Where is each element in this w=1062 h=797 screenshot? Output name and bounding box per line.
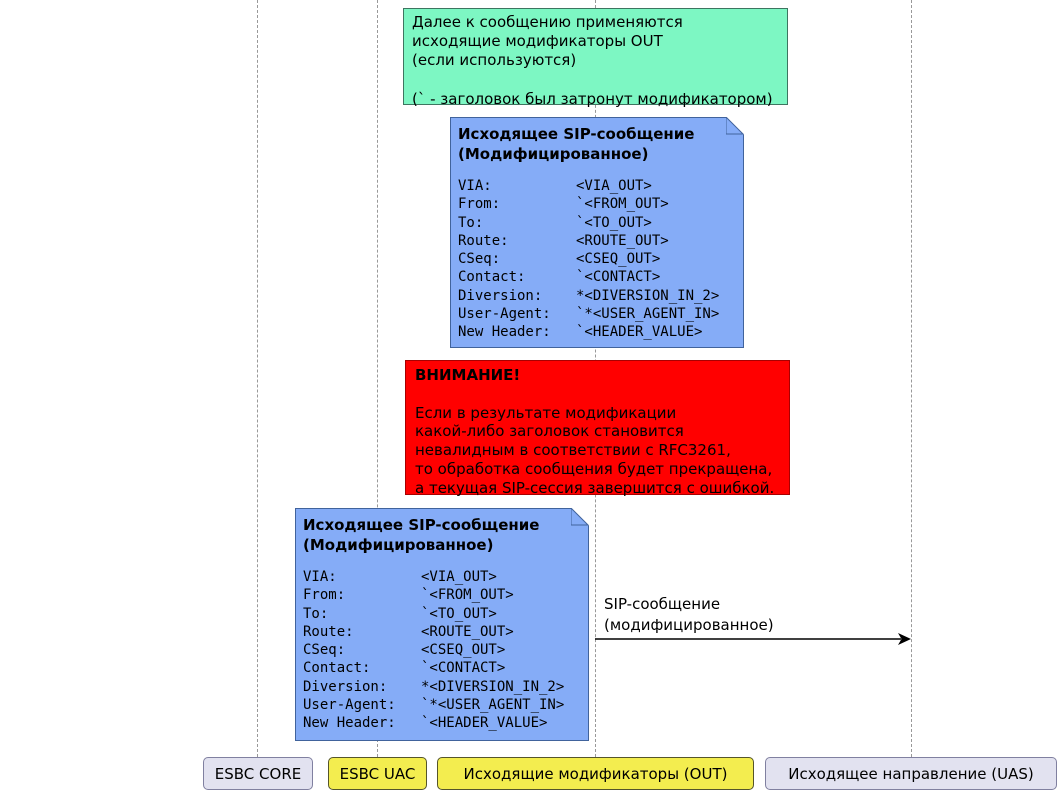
sip-header-line: Diversion: *<DIVERSION_IN_2>: [458, 287, 720, 304]
note-text-line: (` - заголовок был затронут модификаторо…: [412, 89, 773, 108]
sip-header-line: From: `<FROM_OUT>: [458, 196, 669, 213]
participant-label: ESBC CORE: [214, 764, 302, 783]
note-title: (Модифицированное): [303, 536, 494, 554]
note-title: Исходящее SIP-сообщение: [303, 516, 540, 534]
warning-title: ВНИМАНИЕ!: [415, 366, 521, 384]
sip-header-line: VIA: <VIA_OUT>: [303, 569, 497, 585]
lifeline-esbc-uac: [377, 0, 378, 757]
participant-esbc-core: ESBC CORE: [203, 757, 313, 790]
sip-header-line: To: `<TO_OUT>: [303, 605, 497, 622]
note-text-line: [412, 71, 779, 90]
warning-text-line: а текущая SIP-сессия завершится с ошибко…: [415, 478, 775, 497]
warning-text-line: Если в результате модификации: [415, 403, 677, 422]
note-fold-icon: [571, 508, 589, 526]
note-text-line: (если используются): [412, 51, 577, 70]
warning-text-line: невалидным в соответствии с RFC3261,: [415, 441, 731, 460]
sip-header-line: Route: <ROUTE_OUT>: [303, 623, 514, 640]
sip-header-line: Contact: `<CONTACT>: [458, 269, 661, 286]
message-label: SIP-сообщение (модифицированное): [604, 594, 774, 636]
note-text-line: исходящие модификаторы OUT: [412, 32, 663, 51]
participant-esbc-uac: ESBC UAC: [328, 757, 427, 790]
lifeline-esbc-core: [257, 0, 258, 757]
message-arrow: [595, 633, 911, 645]
sip-header-line: CSeq: <CSEQ_OUT>: [303, 642, 506, 659]
note-title: Исходящее SIP-сообщение: [458, 125, 695, 143]
participant-uas-direction: Исходящее направление (UAS): [765, 757, 1057, 790]
sip-header-line: Diversion: *<DIVERSION_IN_2>: [303, 678, 565, 695]
sip-header-line: From: `<FROM_OUT>: [303, 587, 514, 604]
message-label-line: SIP-сообщение: [604, 595, 721, 613]
note-title: (Модифицированное): [458, 145, 649, 163]
participant-label: ESBC UAC: [339, 764, 416, 783]
sip-header-line: New Header: `<HEADER_VALUE>: [458, 324, 703, 341]
note-out-modifiers-applied: Далее к сообщению применяются исходящие …: [403, 8, 788, 108]
sip-header-line: User-Agent: `*<USER_AGENT_IN>: [303, 697, 565, 714]
note-outgoing-sip-message-1: Исходящее SIP-сообщение (Модифицированно…: [450, 117, 744, 348]
note-text-line: Далее к сообщению применяются: [412, 13, 683, 31]
warning-text-line: какой-либо заголовок становится: [415, 422, 684, 441]
sip-header-line: VIA: <VIA_OUT>: [458, 178, 652, 194]
sip-header-line: User-Agent: `*<USER_AGENT_IN>: [458, 306, 720, 323]
message-label-line: (модифицированное): [604, 616, 774, 634]
warning-text-line: то обработка сообщения будет прекращена,: [415, 459, 773, 478]
participant-label: Исходящие модификаторы (OUT): [463, 764, 728, 783]
sip-header-line: CSeq: <CSEQ_OUT>: [458, 251, 661, 268]
sip-header-line: Route: <ROUTE_OUT>: [458, 232, 669, 249]
lifeline-uas-direction: [911, 0, 912, 757]
arrowhead-icon: [898, 633, 911, 645]
note-fold-icon: [726, 117, 744, 135]
note-outgoing-sip-message-2: Исходящее SIP-сообщение (Модифицированно…: [295, 508, 589, 741]
participant-label: Исходящее направление (UAS): [788, 764, 1034, 783]
participant-out-modifiers: Исходящие модификаторы (OUT): [437, 757, 754, 790]
note-warning: ВНИМАНИЕ! Если в результате модификации …: [405, 360, 790, 497]
sip-header-line: Contact: `<CONTACT>: [303, 660, 506, 677]
sip-header-line: New Header: `<HEADER_VALUE>: [303, 715, 548, 732]
sip-header-line: To: `<TO_OUT>: [458, 214, 652, 231]
